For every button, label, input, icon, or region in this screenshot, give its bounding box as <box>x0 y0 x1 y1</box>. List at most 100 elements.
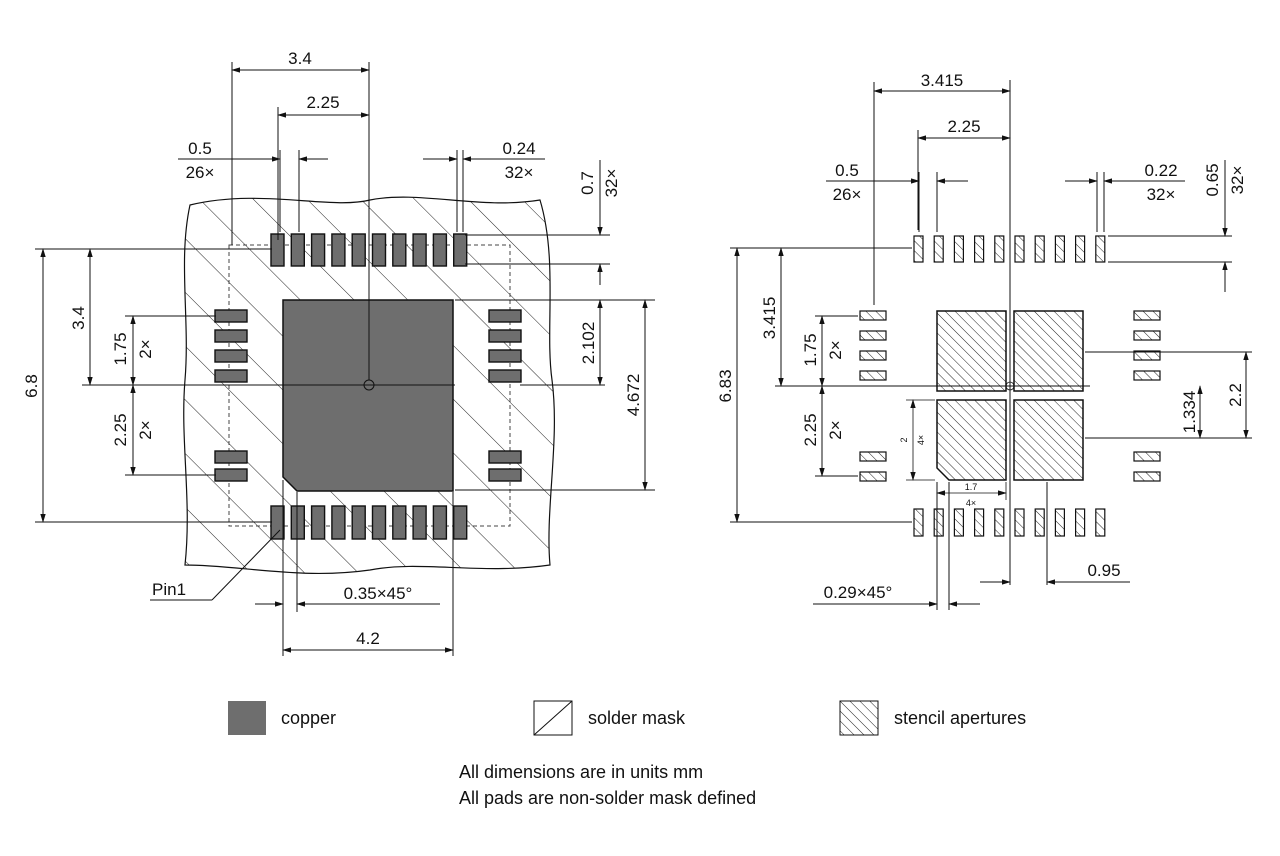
dim-label: 2× <box>136 339 155 358</box>
dim-label: 4.672 <box>624 374 643 417</box>
stencil-pad <box>1095 508 1106 537</box>
dim-label: 3.4 <box>69 306 88 330</box>
stencil-view: 3.415 2.25 0.5 26× 0.22 32× 0.65 32× 6.8… <box>716 71 1252 610</box>
stencil-pad <box>1034 235 1045 263</box>
stencil-pad <box>994 235 1005 263</box>
dim-label: 0.5 <box>835 161 859 180</box>
dim-label: 0.65 <box>1203 163 1222 196</box>
stencil-pad <box>1074 235 1086 263</box>
dim-label: 32× <box>1228 166 1247 195</box>
dim-label: 2 <box>899 437 909 442</box>
legend-solder-mask-label: solder mask <box>588 708 686 728</box>
dim-label: 2.2 <box>1226 383 1245 407</box>
stencil-pad <box>1054 235 1066 263</box>
side-pad-groups <box>214 309 522 482</box>
dim-label: 2.25 <box>306 93 339 112</box>
note-nsmd: All pads are non-solder mask defined <box>459 788 756 808</box>
copper-pad <box>351 233 366 267</box>
stencil-pad <box>1095 235 1106 263</box>
dim-label: 32× <box>505 163 534 182</box>
copper-pad <box>488 468 522 482</box>
dim-label: 3.4 <box>288 49 312 68</box>
dim-label: 1.75 <box>111 332 130 365</box>
copper-pad <box>290 505 305 540</box>
stencil-pad <box>953 235 965 263</box>
top-pad-row <box>270 233 468 267</box>
dim-label: 2.25 <box>947 117 980 136</box>
copper-pad <box>488 329 522 343</box>
dim-label: 2× <box>826 420 845 439</box>
copper-pad <box>214 329 248 343</box>
dim-label: 2× <box>136 420 155 439</box>
copper-pad <box>310 505 326 540</box>
stencil-pad <box>859 471 887 482</box>
dim-label: 4× <box>966 498 976 508</box>
dim-label: 4.2 <box>356 629 380 648</box>
dim-label: 6.8 <box>22 374 41 398</box>
dim-label: 26× <box>833 185 862 204</box>
stencil-pad <box>1014 508 1025 537</box>
stencil-pad <box>913 235 924 263</box>
copper-pad <box>392 505 407 540</box>
copper-pad <box>392 233 407 267</box>
stencil-aperture <box>1013 310 1084 392</box>
copper-pad <box>214 309 248 323</box>
copper-pad <box>453 233 468 267</box>
pin1-label: Pin1 <box>152 580 186 599</box>
stencil-pad <box>1074 508 1086 537</box>
dim-label: 2.25 <box>801 413 820 446</box>
copper-pad <box>412 505 427 540</box>
stencil-pad <box>1133 330 1161 341</box>
stencil-aperture <box>936 310 1007 392</box>
stencil-pad <box>859 310 887 321</box>
stencil-pad <box>933 508 944 537</box>
stencil-pad <box>859 451 887 462</box>
copper-pad <box>488 369 522 383</box>
legend: copper solder mask stencil apertures <box>228 700 1026 736</box>
copper-pad <box>488 349 522 363</box>
copper-pad <box>412 233 427 267</box>
stencil-pad <box>973 508 985 537</box>
stencil-pad <box>1054 508 1066 537</box>
copper-pad <box>432 505 448 540</box>
legend-copper-label: copper <box>281 708 336 728</box>
dim-label: 3.415 <box>921 71 964 90</box>
dim-label: 6.83 <box>716 369 735 402</box>
legend-copper-swatch <box>228 701 266 735</box>
stencil-pad <box>933 235 944 263</box>
exposed-pad <box>282 299 454 492</box>
dim-label: 0.35×45° <box>344 584 413 603</box>
stencil-pad <box>913 508 924 537</box>
copper-pad <box>488 309 522 323</box>
stencil-pad <box>1133 370 1161 381</box>
dim-label: 1.334 <box>1180 391 1199 434</box>
legend-stencil-swatch <box>839 700 879 736</box>
dim-label: 4× <box>916 435 926 445</box>
dim-label: 26× <box>186 163 215 182</box>
stencil-pad <box>953 508 965 537</box>
copper-pad <box>331 233 346 267</box>
dim-label: 2× <box>826 340 845 359</box>
stencil-aperture <box>1013 399 1084 481</box>
dim-label: 32× <box>1147 185 1176 204</box>
dim-label: 2.102 <box>579 322 598 365</box>
dim-label: 0.29×45° <box>824 583 893 602</box>
copper-pad <box>290 233 305 267</box>
copper-pad <box>214 468 248 482</box>
dim-label: 1.7 <box>965 482 978 492</box>
stencil-pad <box>994 508 1005 537</box>
copper-pad <box>310 233 326 267</box>
copper-pad <box>488 450 522 464</box>
copper-pad <box>214 349 248 363</box>
stencil-pad <box>1034 508 1045 537</box>
copper-pad <box>214 450 248 464</box>
stencil-pad <box>1133 471 1161 482</box>
legend-stencil-label: stencil apertures <box>894 708 1026 728</box>
dim-label: 0.24 <box>502 139 535 158</box>
copper-pad <box>331 505 346 540</box>
copper-pad <box>371 233 387 267</box>
dim-label: 32× <box>602 169 621 198</box>
dim-label: 0.95 <box>1087 561 1120 580</box>
dim-label: 0.22 <box>1144 161 1177 180</box>
